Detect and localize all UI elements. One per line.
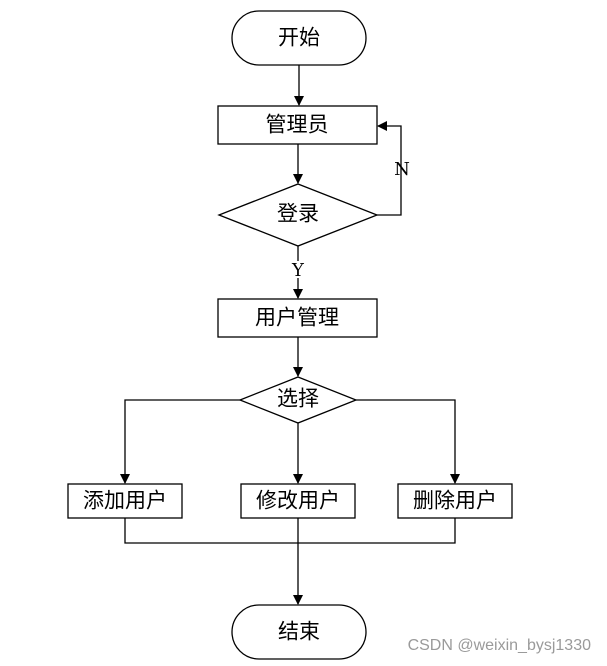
delete-user-node: 删除用户 — [397, 483, 513, 519]
admin-label: 管理员 — [266, 113, 329, 137]
edge-delete-user-merge — [298, 518, 456, 544]
choose-decision: 选择 — [238, 376, 358, 424]
end-label: 结束 — [278, 620, 320, 644]
watermark-text: CSDN @weixin_bysj1330 — [408, 637, 592, 654]
edge-choose-to-delete-user — [356, 399, 460, 484]
edit-user-node: 修改用户 — [240, 483, 356, 519]
login-decision: 登录 — [217, 183, 379, 247]
edge-choose-to-add-user — [120, 399, 240, 484]
add-user-node: 添加用户 — [67, 483, 183, 519]
edit-user-label: 修改用户 — [256, 489, 340, 513]
start-node: 开始 — [231, 10, 367, 66]
end-node: 结束 — [231, 604, 367, 660]
delete-user-label: 删除用户 — [413, 489, 497, 513]
user-management-node: 用户管理 — [217, 298, 378, 338]
add-user-label: 添加用户 — [83, 489, 167, 513]
start-label: 开始 — [278, 26, 320, 50]
edge-login-no-to-admin — [377, 121, 402, 216]
admin-node: 管理员 — [217, 105, 378, 145]
edge-label-yes: Y — [291, 260, 305, 281]
edge-label-no: N — [394, 159, 410, 180]
login-label: 登录 — [277, 202, 319, 226]
choose-label: 选择 — [277, 387, 319, 411]
user-management-label: 用户管理 — [255, 306, 339, 330]
edge-add-user-merge — [124, 518, 298, 544]
